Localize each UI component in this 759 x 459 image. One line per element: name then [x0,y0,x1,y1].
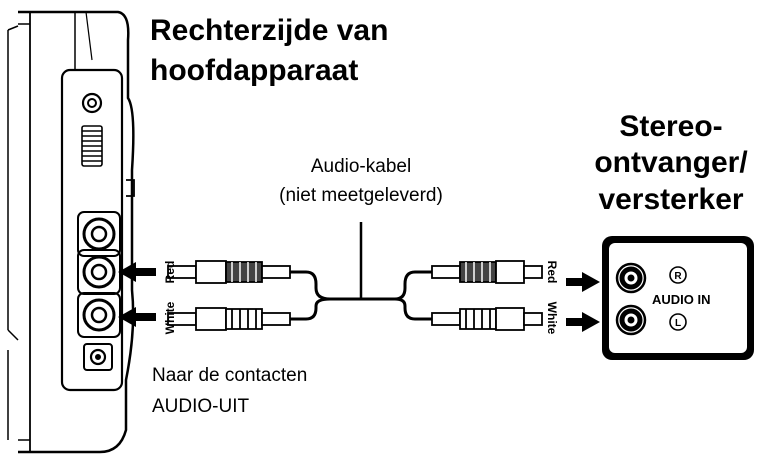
rca-plug-white-right [431,307,543,331]
channel-r-badge-icon [669,266,687,284]
audio-in-right-jack-icon [615,262,647,294]
arrow-into-receiver-icon [566,272,600,292]
output-label-line1: Naar de contacten [152,365,307,386]
rca-plug-white-left [167,307,291,331]
arrow-into-device-icon [118,262,156,282]
phones-jack-icon [81,92,103,114]
device-title-line2: hoofdapparaat [150,54,358,87]
audio-in-left-jack-icon [615,304,647,336]
plug-label-white-right: White [545,302,559,335]
main-unit-side-view [7,10,135,454]
channel-r-label: R [674,271,682,282]
volume-wheel-icon [81,125,103,167]
receiver-title-line2: ontvanger/ [594,146,748,179]
cable-label-line2: (niet meetgeleverd) [279,185,443,206]
device-title-line1: Rechterzijde van [150,14,388,47]
audio-cable [290,222,432,321]
rca-plug-red-left [167,260,291,284]
audio-in-label: AUDIO IN [652,292,711,307]
plug-label-white-left: White [163,301,177,334]
arrow-into-device-icon [118,307,156,327]
receiver-title-line1: Stereo- [619,110,722,143]
cable-label-line1: Audio-kabel [311,156,411,177]
arrow-into-receiver-icon [566,312,600,332]
audio-out-left-jack-icon [77,292,121,338]
channel-l-label: L [675,318,681,329]
dc-in-jack-icon [83,343,113,371]
receiver-title-line3: versterker [598,183,743,216]
channel-l-badge-icon [669,313,687,331]
output-label-line2: AUDIO-UIT [152,396,250,417]
plug-label-red-right: Red [545,261,559,284]
plug-label-red-left: Red [163,261,177,284]
rca-plug-red-right [431,260,543,284]
